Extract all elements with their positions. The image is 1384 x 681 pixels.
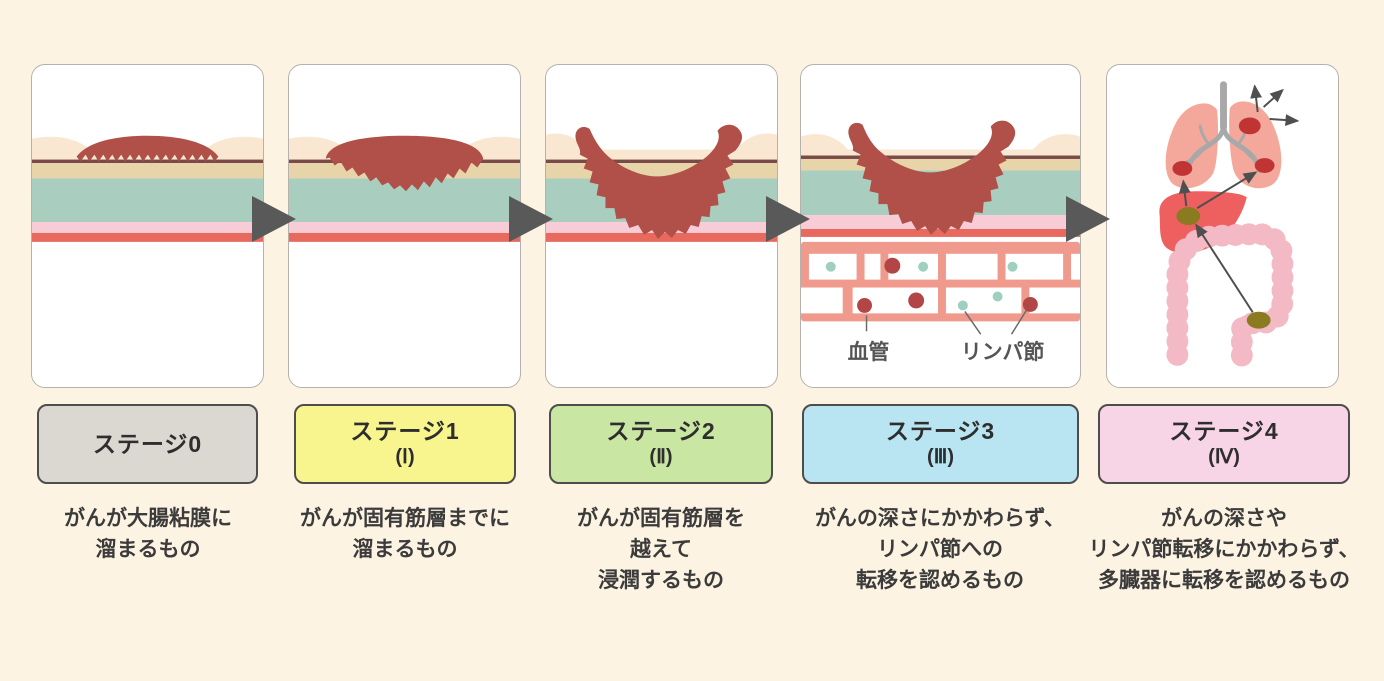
vessel-gaps — [801, 253, 1080, 314]
metastasis-arrows — [1178, 84, 1300, 313]
mucosa-line-layer — [32, 159, 263, 164]
stage-roman-numeral: (Ⅲ) — [926, 446, 955, 468]
colon-tumor — [1246, 311, 1271, 329]
description-line: 越えて — [630, 538, 692, 561]
tissue-layers-stage2-diagram — [546, 124, 777, 242]
flow-arrow-icon — [1066, 196, 1110, 242]
description-line: がんが固有筋層を — [577, 507, 745, 530]
stage-4-illustration-card — [1106, 64, 1339, 388]
description-line: 転移を認めるもの — [856, 569, 1024, 592]
stage-1-illustration-card — [288, 64, 521, 388]
description-line: がんが大腸粘膜に — [64, 507, 232, 530]
serosa-layer — [546, 232, 777, 242]
serosa-layer — [289, 232, 520, 242]
stage-1-label-box: ステージ1 (Ⅰ) — [294, 404, 516, 484]
description-line: 溜まるもの — [95, 538, 201, 561]
stage-2-description: がんが固有筋層を 越えて 浸潤するもの — [529, 503, 793, 596]
stage-4-description: がんの深さや リンパ節転移にかかわらず、 多臓器に転移を認めるもの — [1060, 503, 1384, 596]
vessel-network: 血管 リンパ節 — [801, 241, 1080, 364]
lymph-node-dots — [825, 257, 1038, 313]
tissue-layers-stage3-diagram: 血管 リンパ節 — [801, 120, 1080, 364]
lung-metastasis — [1172, 161, 1193, 176]
stage-1-description: がんが固有筋層までに 溜まるもの — [274, 503, 536, 565]
stage-label: ステージ4 — [1169, 418, 1279, 444]
stage-4-label-box: ステージ4 (Ⅳ) — [1098, 404, 1350, 484]
stage-3-description: がんの深さにかかわらず、 リンパ節への 転移を認めるもの — [790, 503, 1090, 596]
stage-label: ステージ2 — [606, 418, 716, 444]
trachea — [1220, 81, 1227, 131]
serosa-layer — [32, 232, 263, 242]
stage-label: ステージ0 — [92, 430, 203, 457]
description-line: がんが固有筋層までに — [300, 507, 510, 530]
lung-metastasis — [1238, 117, 1261, 135]
tumor-shape — [76, 135, 219, 162]
stage-roman-numeral: (Ⅱ) — [649, 446, 673, 468]
description-line: がんの深さや — [1161, 507, 1287, 530]
tumor-shape — [848, 120, 1016, 235]
tissue-layers-stage1-diagram — [289, 135, 520, 242]
mucosa-line-layer — [801, 155, 1080, 159]
lung-metastasis — [1254, 158, 1275, 173]
subserosa-layer — [32, 222, 263, 233]
muscle-layer — [32, 178, 263, 223]
lymph-node-pointer-line — [1010, 310, 1028, 335]
flow-arrow-icon — [766, 196, 810, 242]
submucosa-layer — [546, 163, 777, 179]
description-line: がんの深さにかかわらず、 — [814, 507, 1066, 530]
stage-3-illustration-card: 血管 リンパ節 — [800, 64, 1081, 388]
lymph-node-label: リンパ節 — [961, 340, 1045, 364]
colon-body — [1169, 225, 1291, 359]
tumor-shape — [575, 124, 743, 239]
subserosa-layer — [289, 222, 520, 233]
stage-0-label-box: ステージ0 — [37, 404, 258, 484]
stage-roman-numeral: (Ⅰ) — [395, 446, 415, 468]
stage-3-label-box: ステージ3 (Ⅲ) — [802, 404, 1079, 484]
tumor-shape — [325, 135, 484, 192]
stage-0-illustration-card — [31, 64, 264, 388]
stage-2-illustration-card — [545, 64, 778, 388]
submucosa-layer — [801, 158, 1080, 171]
description-line: 浸潤するもの — [598, 569, 724, 592]
liver — [1159, 191, 1247, 254]
flow-arrow-icon — [509, 196, 553, 242]
stage-label: ステージ3 — [885, 418, 996, 444]
blood-vessel-label: 血管 — [848, 340, 890, 364]
description-line: リンパ節への — [877, 538, 1003, 561]
liver-tumor — [1176, 207, 1201, 226]
description-line: 溜まるもの — [352, 538, 458, 561]
stage-0-description: がんが大腸粘膜に 溜まるもの — [17, 503, 279, 565]
description-line: 多臓器に転移を認めるもの — [1098, 569, 1350, 592]
submucosa-layer — [32, 163, 263, 179]
stage-label: ステージ1 — [350, 418, 460, 444]
mucosa-line-layer — [546, 159, 777, 164]
mucosa-layer — [801, 134, 1080, 159]
lymph-node-pointer-line — [964, 310, 982, 335]
stage-2-label-box: ステージ2 (Ⅱ) — [549, 404, 773, 484]
stage-roman-numeral: (Ⅳ) — [1208, 446, 1240, 468]
description-line: リンパ節転移にかかわらず、 — [1088, 538, 1360, 561]
flow-arrow-icon — [252, 196, 296, 242]
tissue-layers-stage0-diagram — [32, 135, 263, 242]
serosa-layer — [801, 228, 1080, 237]
organ-metastasis-diagram — [1159, 81, 1300, 370]
